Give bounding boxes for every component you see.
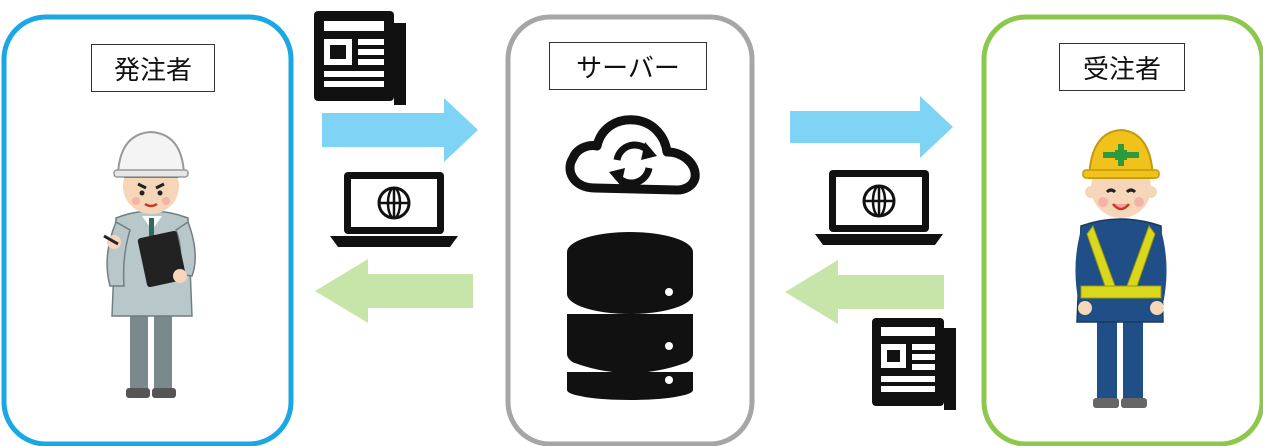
contractor-person-illustration [1075,128,1167,408]
contractor-frame [981,14,1263,446]
newspaper-icon [314,11,406,105]
contractor-label: 受注者 [1059,43,1185,91]
arrow-contractor-to-server [785,260,944,324]
orderer-person-illustration [103,130,196,398]
orderer-label: 発注者 [91,44,215,92]
laptop-globe-icon [330,172,458,247]
server-frame [505,14,755,446]
orderer-frame [1,14,294,446]
arrow-orderer-to-server [322,98,478,162]
arrow-server-to-orderer [315,259,473,323]
arrow-server-to-contractor [790,96,953,158]
database-icon [567,232,693,400]
cloud-sync-icon [565,115,700,195]
laptop-globe-icon [815,170,943,245]
newspaper-icon [872,318,956,410]
server-label: サーバー [549,42,707,90]
